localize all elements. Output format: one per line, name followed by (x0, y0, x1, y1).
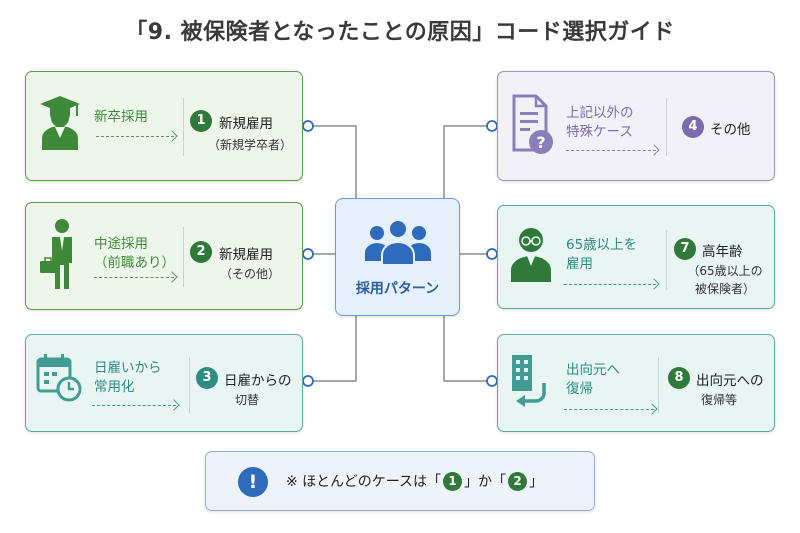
card-1-arrow (96, 136, 174, 137)
connector-dot-2 (302, 248, 314, 260)
exclamation-icon: ! (238, 467, 268, 497)
card-3-code-sub: 切替 (234, 393, 259, 407)
card-8-code-sub: 復帰等 (700, 393, 737, 407)
card-2-arrow (94, 277, 174, 278)
code-badge-4: 4 (682, 116, 704, 138)
card-4-divider (666, 98, 667, 156)
note-badge-2: 2 (508, 472, 528, 491)
connector-dot-7 (486, 248, 498, 260)
hub-label: 採用パターン (355, 281, 440, 297)
card-2-label: 中途採用 （前職あり） (94, 236, 175, 271)
code-badge-8: 8 (668, 367, 690, 389)
hiring-pattern-hub: 採用パターン (335, 198, 460, 316)
note-badge-1: 1 (443, 472, 463, 491)
connector-4 (443, 125, 492, 198)
graduate-icon (40, 96, 80, 150)
people-group-icon (365, 219, 431, 266)
code-badge-2: 2 (190, 241, 212, 263)
card-7-arrow (564, 284, 656, 285)
card-8-arrow (564, 409, 654, 410)
card-3-code-title: 日雇からの (224, 373, 292, 389)
card-1-code-title: 新規雇用 (219, 116, 273, 132)
page-title: 「9. 被保険者となったことの原因」コード選択ガイド (125, 20, 675, 45)
card-1-code-sub: （新規学卒者） (207, 138, 292, 152)
code-badge-3: 3 (196, 367, 218, 389)
card-4-label: 上記以外の 特殊ケース (566, 105, 634, 140)
card-8-divider (658, 357, 659, 413)
connector-1 (308, 125, 357, 198)
businessman-icon (40, 219, 72, 289)
card-special-case: ? 上記以外の 特殊ケース 4 その他 (497, 71, 775, 181)
card-7-divider (666, 230, 667, 290)
card-1-divider (183, 98, 184, 156)
card-new-graduate: 新卒採用 1 新規雇用 （新規学卒者） (25, 71, 303, 181)
card-8-label: 出向元へ 復帰 (566, 362, 620, 397)
card-mid-career: 中途採用 （前職あり） 2 新規雇用 （その他） (25, 202, 303, 310)
card-senior: 65歳以上を 雇用 7 高年齢 （65歳以上の 被保険者） (497, 205, 775, 309)
code-badge-1: 1 (190, 110, 212, 132)
note-text: ※ ほとんどのケースは「1」か「2」 (286, 472, 544, 491)
card-4-arrow (566, 150, 656, 151)
document-question-icon: ? (512, 94, 553, 154)
building-return-icon (512, 355, 546, 407)
note-box: ! ※ ほとんどのケースは「1」か「2」 (205, 451, 595, 511)
card-daily-to-regular: 日雇いから 常用化 3 日雇からの 切替 (25, 334, 303, 432)
card-7-code-sub: （65歳以上の 被保険者） (687, 264, 763, 296)
connector-dot-8 (486, 375, 498, 387)
card-2-divider (183, 227, 184, 287)
card-7-code-title: 高年齢 (702, 244, 743, 260)
card-3-divider (189, 357, 190, 413)
card-3-label: 日雇いから 常用化 (94, 360, 162, 395)
connector-3 (308, 316, 357, 382)
connector-dot-4 (486, 120, 498, 132)
card-4-code-title: その他 (710, 122, 751, 138)
connector-dot-3 (302, 375, 314, 387)
card-7-label: 65歳以上を 雇用 (566, 237, 638, 272)
card-3-arrow (92, 405, 176, 406)
code-badge-7: 7 (674, 238, 696, 260)
card-2-code-title: 新規雇用 (219, 247, 273, 263)
card-2-code-sub: （その他） (219, 267, 280, 281)
connector-8 (443, 316, 492, 382)
card-1-label: 新卒採用 (94, 109, 148, 125)
senior-person-icon (511, 228, 551, 282)
card-8-code-title: 出向元への (696, 373, 764, 389)
calendar-clock-icon (36, 354, 82, 402)
card-return-from-secondment: 出向元へ 復帰 8 出向元への 復帰等 (497, 334, 775, 432)
svg-text:?: ? (536, 133, 545, 152)
connector-dot-1 (302, 120, 314, 132)
